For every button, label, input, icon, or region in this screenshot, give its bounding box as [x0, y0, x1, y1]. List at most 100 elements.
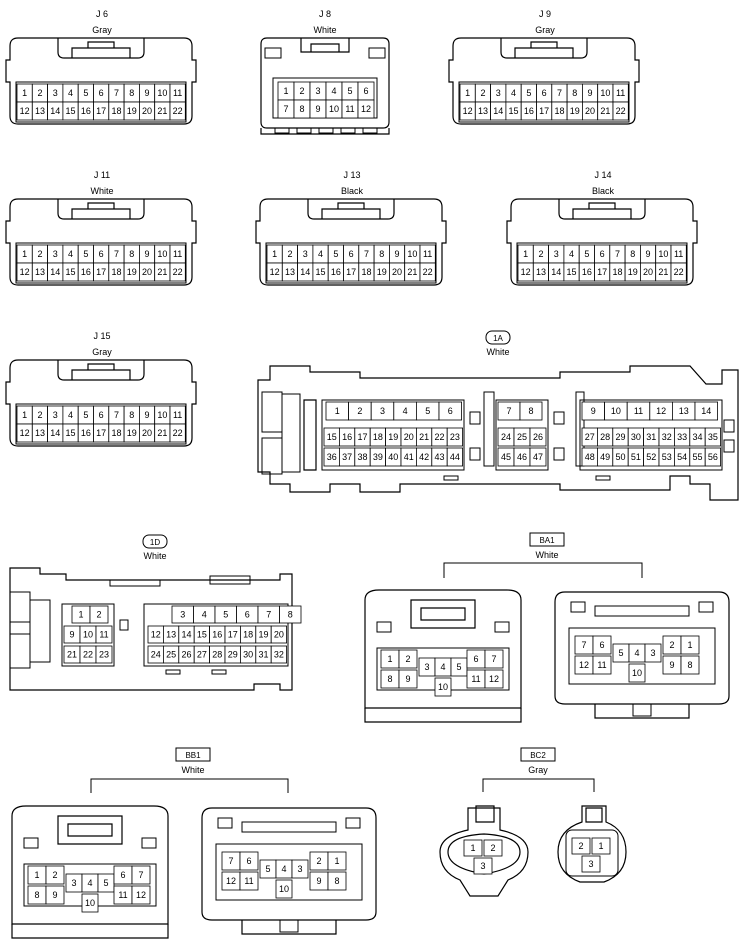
latch-outline [500, 38, 588, 59]
pin-number: 17 [96, 267, 106, 277]
housing-outline [448, 37, 640, 125]
pin-number: 9 [591, 406, 596, 416]
pin-number: 11 [471, 674, 480, 684]
pin-number: 17 [96, 106, 106, 116]
latch-outline [558, 199, 646, 220]
pin-area [568, 627, 716, 685]
pin-cell [419, 262, 436, 282]
housing-outline [506, 198, 698, 286]
connector-title-box [175, 747, 211, 762]
pin-number: 11 [616, 88, 625, 98]
connector-title-box [520, 747, 556, 762]
pin-cell [95, 625, 113, 644]
pin-number: 1 [598, 841, 603, 851]
pin-cell [473, 857, 493, 875]
latch-inner [67, 823, 113, 837]
pin-number: 13 [285, 267, 295, 277]
connector-title: J 14 [594, 170, 611, 180]
pin-number: 19 [388, 432, 398, 442]
pin-cell [81, 893, 99, 913]
housing-outline [364, 589, 522, 709]
bottom-rail [594, 704, 690, 719]
pin-number: 32 [274, 650, 284, 660]
pin-number: 1 [22, 88, 27, 98]
pin-cell [670, 262, 687, 282]
pin-number: 25 [166, 650, 176, 660]
pin-number: 21 [600, 106, 610, 116]
pin-number: 46 [517, 452, 527, 462]
pin-number: 6 [99, 410, 104, 420]
latch-tab [588, 202, 616, 209]
pin-number: 21 [658, 267, 668, 277]
pin-number: 11 [244, 876, 253, 886]
bottom-rail [11, 924, 169, 939]
pin-number: 2 [299, 86, 304, 96]
pin-number: 50 [615, 452, 625, 462]
pin-number: 3 [53, 88, 58, 98]
pin-cell [694, 401, 719, 421]
connector-title: 1D [150, 538, 160, 547]
connector-color: Gray [92, 347, 112, 357]
pin-number: 8 [334, 876, 339, 886]
pin-cell [529, 447, 547, 467]
side-tab [368, 47, 386, 59]
pin-number: 20 [142, 428, 152, 438]
pin-number: 14 [493, 106, 503, 116]
pin-number: 3 [297, 864, 302, 874]
slot [443, 475, 459, 481]
pin-cell [591, 837, 611, 855]
pin-number: 2 [37, 410, 42, 420]
pin-number: 31 [646, 432, 656, 442]
pin-number: 15 [66, 106, 76, 116]
pin-number: 43 [434, 452, 444, 462]
latch-inner [310, 43, 340, 52]
pin-number: 8 [129, 410, 134, 420]
pin-number: 8 [299, 104, 304, 114]
latch-outline [585, 807, 603, 823]
pin-number: 52 [646, 452, 656, 462]
pin-number: 28 [600, 432, 610, 442]
latch-tab [87, 202, 115, 209]
latch-outline [475, 805, 495, 823]
latch-inner [321, 208, 381, 219]
pin-number: 4 [440, 662, 445, 672]
pin-number: 10 [658, 249, 668, 259]
pin-number: 24 [501, 432, 511, 442]
pin-number: 6 [99, 88, 104, 98]
pin-number: 22 [83, 650, 93, 660]
pin-number: 28 [212, 650, 222, 660]
pin-number: 1 [34, 870, 39, 880]
pin-number: 3 [71, 878, 76, 888]
pin-number: 15 [316, 267, 326, 277]
rail-slot [296, 127, 312, 134]
pin-number: 22 [434, 432, 444, 442]
pin-number: 15 [327, 432, 337, 442]
pin-number: 15 [197, 630, 207, 640]
connector-color: Gray [92, 25, 112, 35]
pin-number: 2 [538, 249, 543, 259]
pin-cell [484, 649, 504, 669]
pin-block [61, 603, 115, 667]
pin-number: 3 [315, 86, 320, 96]
pin-number: 3 [496, 88, 501, 98]
pin-area [15, 81, 187, 123]
pin-number: 7 [266, 610, 271, 620]
pin-number: 5 [425, 406, 430, 416]
pin-number: 4 [331, 86, 336, 96]
pin-number: 9 [669, 660, 674, 670]
pin-number: 24 [151, 650, 161, 660]
side-tab [217, 817, 233, 829]
pin-area [15, 242, 187, 284]
top-rail [241, 821, 337, 833]
connector-color: White [486, 347, 509, 357]
connector-color: Gray [535, 25, 555, 35]
pin-number: 6 [473, 654, 478, 664]
housing-outline [260, 37, 390, 129]
pin-number: 10 [329, 104, 339, 114]
pin-number: 36 [327, 452, 337, 462]
